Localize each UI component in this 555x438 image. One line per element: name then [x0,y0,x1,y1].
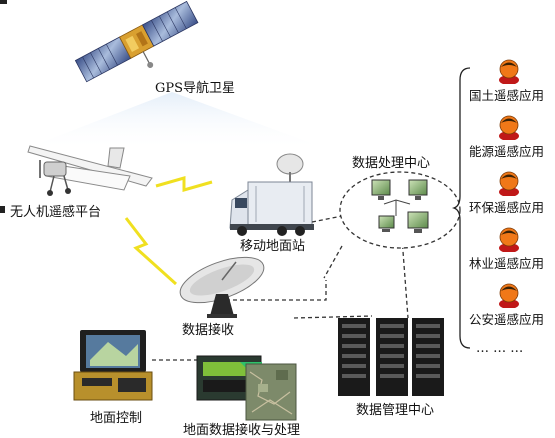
gps-satellite-icon [74,0,199,83]
application-label: 林业遥感应用 [469,256,545,271]
data-center-label: 数据处理中心 [352,156,431,171]
uav-to-receiver-link [124,217,178,286]
mobile-station-label: 移动地面站 [240,239,306,254]
application-label: 国土遥感应用 [469,88,545,103]
corner-marks [0,0,7,213]
uav-airplane-icon [27,145,153,196]
ground-control-label: 地面控制 [90,411,143,426]
application-label: 环保遥感应用 [469,200,545,215]
applications-bracket [451,67,471,349]
mobile-station-truck-icon [229,153,314,236]
application-label: 公安遥感应用 [469,312,545,327]
server-rack-icons [338,318,444,396]
application-label: 能源遥感应用 [469,144,545,159]
gps-signal-beam [22,92,330,150]
user-avatar-icon [499,115,519,140]
ground-processing-device-icon [196,355,297,421]
receiver-label: 数据接收 [182,323,235,338]
dashed-links [152,215,409,361]
computer-icons [371,179,429,233]
gps-satellite-label: GPS导航卫星 [155,81,236,96]
user-avatar-icon [499,283,519,308]
uav-to-station-link [155,176,213,192]
uav-platform-label: 无人机遥感平台 [10,205,102,220]
ground-processing-label: 地面数据接收与处理 [183,423,301,438]
user-avatar-icon [499,59,519,84]
applications-ellipsis: … … … [476,341,524,356]
user-avatar-icon [499,171,519,196]
satellite-dish-icon [179,256,265,318]
ground-control-laptop-icon [73,330,153,401]
data-management-label: 数据管理中心 [356,403,435,418]
data-center-cloud [339,171,461,249]
user-avatar-icon [499,227,519,252]
